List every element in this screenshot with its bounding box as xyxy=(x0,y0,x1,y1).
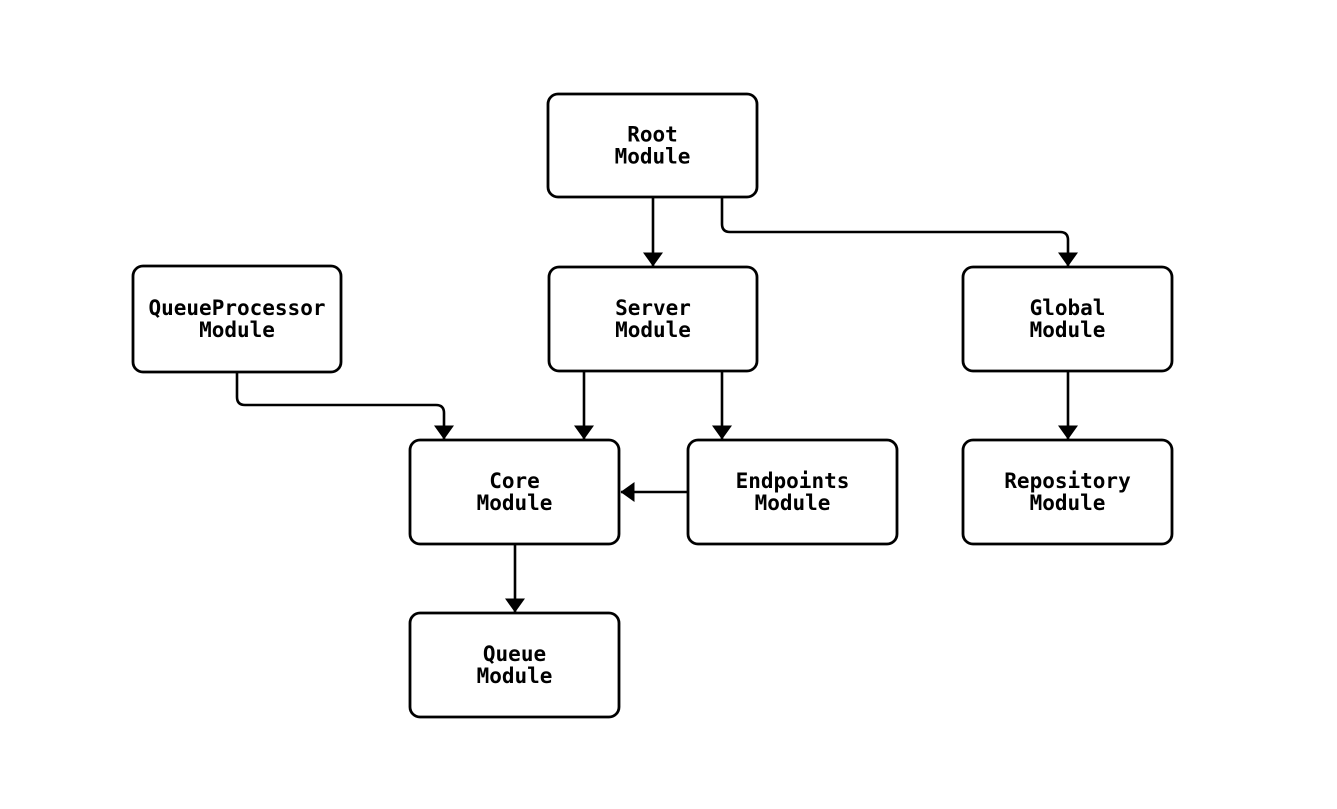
node-queueprocessor-box xyxy=(131,264,343,374)
node-global-box xyxy=(961,265,1174,373)
edge-root-to-global xyxy=(720,197,1078,267)
node-core-box xyxy=(408,438,621,546)
node-root-box xyxy=(546,92,759,199)
node-endpoints-box xyxy=(686,438,899,546)
edge-queueprocessor-to-core xyxy=(235,372,454,440)
edges-layer xyxy=(235,197,1078,613)
node-server-box xyxy=(547,265,759,373)
node-repository-box xyxy=(961,438,1174,546)
node-queue-box xyxy=(408,611,621,719)
